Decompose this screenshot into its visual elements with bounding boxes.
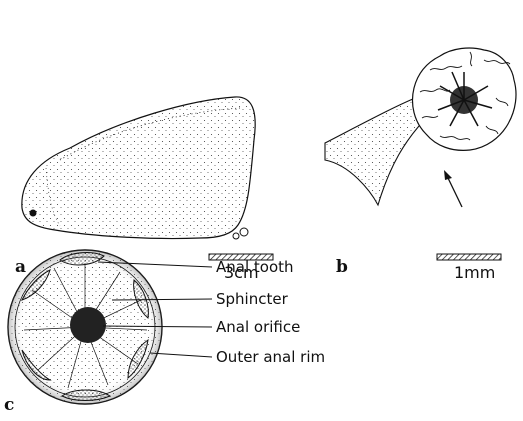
anal-region-closeup <box>325 48 516 207</box>
scale-bar-b <box>437 254 501 260</box>
callout-sphincter: Sphincter <box>216 290 288 308</box>
panel-letter-c: c <box>4 395 14 415</box>
sea-cucumber-body <box>22 97 255 239</box>
callout-anal-orifice: Anal orifice <box>216 318 300 336</box>
panel-letter-a: a <box>15 257 26 277</box>
callout-anal-tooth: Anal tooth <box>216 258 294 276</box>
anal-orifice-diagram <box>8 250 212 404</box>
panel-letter-b: b <box>336 257 348 277</box>
leader-outer-anal-rim <box>150 353 212 357</box>
scale-label-b: 1mm <box>454 263 495 282</box>
callout-outer-anal-rim: Outer anal rim <box>216 348 325 366</box>
